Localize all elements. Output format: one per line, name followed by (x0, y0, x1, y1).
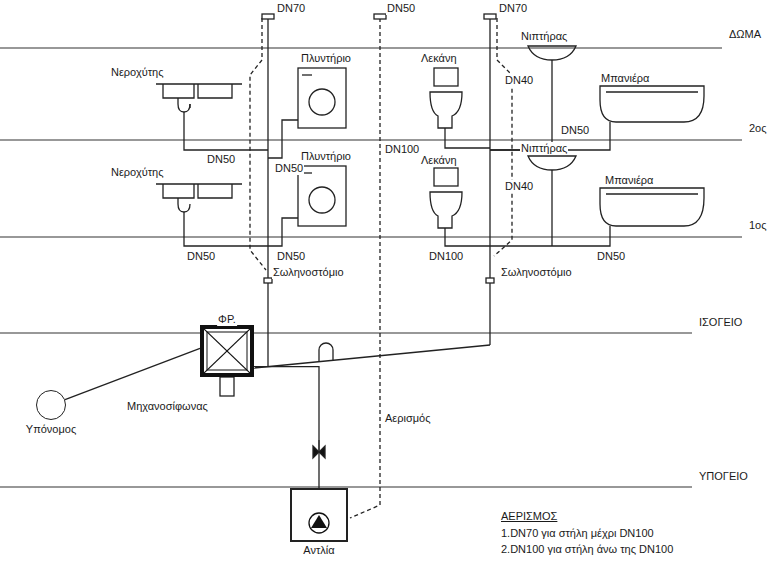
pipe-label: Αερισμός (384, 412, 432, 425)
floor-label: ΔΩΜΑ (728, 28, 762, 41)
pipe-label: DN70 (498, 2, 528, 15)
note-text: 2.DN100 για στήλη άνω της DN100 (500, 543, 674, 556)
note-text: ΑΕΡΙΣΜΟΣ (500, 510, 558, 523)
pipe-label: Πλυντήριο (300, 150, 352, 163)
pump-pit: Αντλία (290, 488, 348, 542)
pipe-label: Νεροχύτης (110, 166, 164, 179)
pipe-label: Μπανιέρα (600, 72, 650, 85)
pipe-label: DN50 (186, 250, 216, 263)
floor-label: 2ος (748, 122, 768, 135)
pipe-label: DN70 (276, 2, 306, 15)
pipe-label: DN40 (504, 180, 534, 193)
floor-label: 1ος (748, 219, 768, 232)
note-text: 1.DN70 για στήλη μέχρι DN100 (500, 527, 655, 540)
node-symbol (292, 490, 346, 540)
pipe-label: DN50 (560, 124, 590, 137)
pipe-label: DN50 (274, 162, 304, 175)
floor-label: ΥΠΟΓΕΙΟ (698, 470, 749, 483)
pipe-label: Νιπτήρας (520, 30, 568, 43)
pipe-connector (254, 367, 319, 488)
pipe-label: Νιπτήρας (520, 142, 568, 155)
pipe-label: Λεκάνη (420, 154, 458, 167)
pipe-label: Σωληνοστόμιο (272, 266, 345, 279)
pipe-label: Σωληνοστόμιο (500, 266, 573, 279)
pipe-label: Μηχανοσίφωνας (126, 400, 209, 413)
sewer-circle: Υπόνομος (36, 390, 66, 420)
node-label: Αντλία (302, 544, 335, 557)
node-label: Υπόνομος (25, 423, 77, 436)
pipe-label: DN40 (504, 74, 534, 87)
pipe-label: DN50 (206, 153, 236, 166)
floor-label: ΙΣΟΓΕΙΟ (698, 316, 743, 329)
pipe-label: Μπανιέρα (604, 174, 654, 187)
pipe-label: Λεκάνη (420, 52, 458, 65)
pipe-label: DN50 (386, 2, 416, 15)
node-label: ΦΡ. (217, 313, 237, 326)
pipe-label: Πλυντήριο (300, 52, 352, 65)
pipe-connector (65, 348, 200, 399)
pipe-label: DN100 (428, 250, 464, 263)
inspection-chamber: ΦΡ. (200, 325, 254, 377)
pipe-label: DN50 (276, 250, 306, 263)
pipe-label: DN50 (596, 250, 626, 263)
node-symbol (204, 329, 250, 373)
pipe-label: Νεροχύτης (110, 66, 164, 79)
pipe-label: DN100 (384, 143, 420, 156)
